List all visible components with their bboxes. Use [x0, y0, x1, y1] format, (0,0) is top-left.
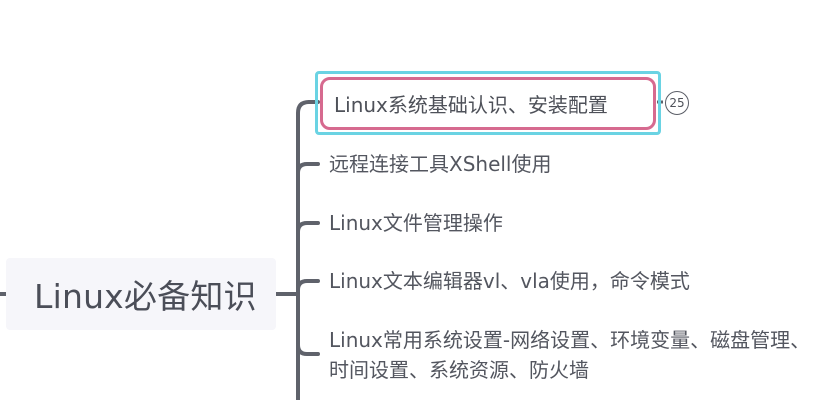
branch-5 — [296, 343, 320, 356]
central-topic[interactable]: Linux必备知识 — [6, 258, 276, 330]
branch-4 — [296, 279, 320, 292]
branch-3 — [296, 221, 320, 234]
collapsed-count: 25 — [669, 96, 685, 110]
branch-2 — [296, 162, 320, 175]
subtopic-2-label: 远程连接工具XShell使用 — [329, 152, 552, 176]
subtopic-2[interactable]: 远程连接工具XShell使用 — [329, 149, 552, 179]
central-topic-label: Linux必备知识 — [34, 277, 257, 316]
selection-frame — [315, 71, 661, 135]
subtopic-5[interactable]: Linux常用系统设置-网络设置、环境变量、磁盘管理、时间设置、系统资源、防火墙 — [329, 325, 814, 385]
subtopic-4-label: Linux文本编辑器vl、vla使用，命令模式 — [329, 269, 690, 293]
subtopic-1[interactable]: Linux系统基础认识、安装配置 — [320, 77, 656, 130]
subtopic-4[interactable]: Linux文本编辑器vl、vla使用，命令模式 — [329, 266, 690, 296]
subtopic-3-label: Linux文件管理操作 — [329, 211, 503, 235]
branch-trunk — [296, 100, 311, 400]
subtopic-3[interactable]: Linux文件管理操作 — [329, 208, 503, 238]
subtopic-5-label: Linux常用系统设置-网络设置、环境变量、磁盘管理、时间设置、系统资源、防火墙 — [329, 328, 811, 382]
subtopic-1-label: Linux系统基础认识、安装配置 — [334, 93, 608, 117]
collapsed-count-badge[interactable]: 25 — [665, 91, 689, 115]
